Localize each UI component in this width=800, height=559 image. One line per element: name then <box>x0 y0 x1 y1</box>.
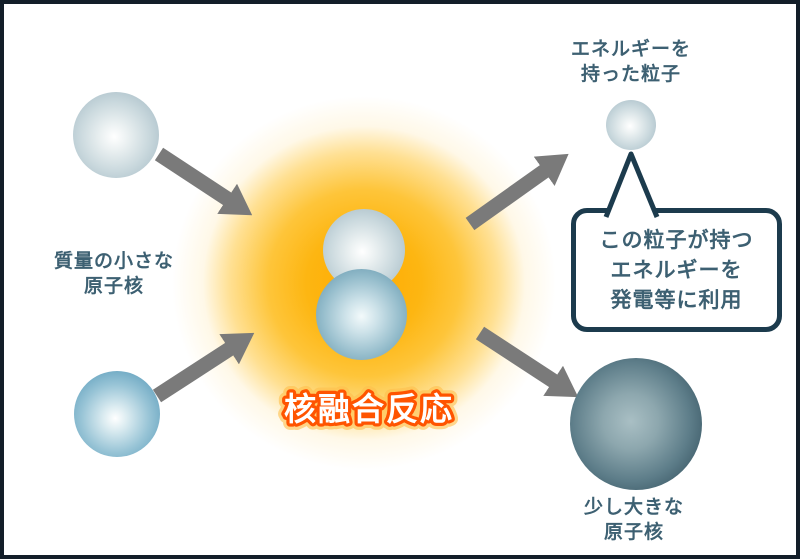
energy-use-callout: この粒子が持つ エネルギーを 発電等に利用 <box>571 208 782 332</box>
arrows-layer <box>152 147 579 403</box>
arrow-icon-botright-out <box>475 326 579 398</box>
energy-particle-sphere <box>606 100 656 150</box>
callout-tail <box>603 151 660 218</box>
arrow-icon-botleft-in <box>152 332 255 403</box>
small-nucleus-sphere-top <box>73 92 159 178</box>
small-nuclei-label-line2: 原子核 <box>83 276 144 297</box>
small-nuclei-label: 質量の小さな 原子核 <box>24 249 204 299</box>
small-nucleus-sphere-bottom <box>74 371 160 457</box>
arrow-icon-topright-out <box>465 153 569 231</box>
energy-particle-label-line1: エネルギーを <box>570 39 691 60</box>
energy-use-callout-line2: エネルギーを <box>610 259 743 282</box>
arrow-icon-topleft-in <box>154 147 253 216</box>
result-nucleus-label-line1: 少し大きな <box>583 497 684 518</box>
fusing-nucleus-blue-sphere <box>316 269 407 360</box>
fusion-title: 核融合反応 核融合反応 <box>277 385 458 434</box>
result-nucleus-sphere <box>570 358 702 490</box>
result-nucleus-label: 少し大きな 原子核 <box>544 495 724 545</box>
fusion-title-text: 核融合反応 <box>284 391 454 427</box>
energy-particle-label: エネルギーを 持った粒子 <box>541 37 721 87</box>
small-nuclei-label-line1: 質量の小さな <box>53 251 174 272</box>
result-nucleus-label-line2: 原子核 <box>603 522 664 543</box>
energy-use-callout-line3: 発電等に利用 <box>610 289 743 312</box>
energy-use-callout-line1: この粒子が持つ <box>599 229 754 252</box>
energy-particle-label-line2: 持った粒子 <box>580 64 681 85</box>
fusion-title-halo: 核融合反応 <box>284 391 454 427</box>
